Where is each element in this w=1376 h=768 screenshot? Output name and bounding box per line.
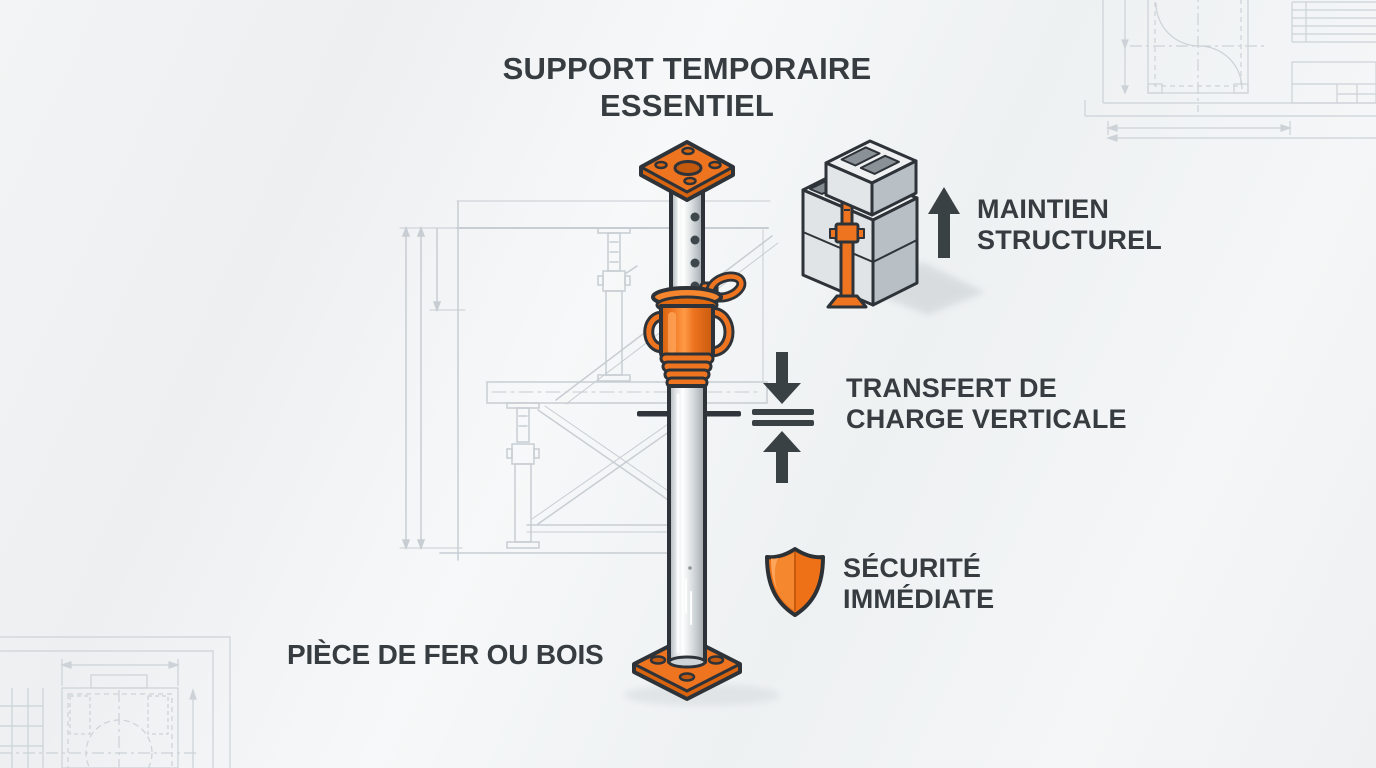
steel-prop-illustration [624,140,780,706]
label-transfert-line2: CHARGE VERTICALE [846,404,1127,434]
label-securite-immediate: SÉCURITÉ IMMÉDIATE [843,553,994,615]
prop-top-plate [639,140,735,202]
label-securite-line2: IMMÉDIATE [843,584,995,614]
concrete-blocks-icon [801,139,985,315]
up-arrow-icon [928,187,960,258]
prop-outer-tube [667,384,707,669]
prop-shadow [624,684,780,706]
base-plate-front-hole [678,672,696,682]
prop-threads [659,352,715,389]
label-transfert-charge: TRANSFERT DE CHARGE VERTICALE [846,373,1127,435]
page-title-line2: ESSENTIEL [599,88,775,123]
page-title: SUPPORT TEMPORAIRE ESSENTIEL [503,50,872,124]
blocks-shadow [870,262,985,315]
page-title-line1: SUPPORT TEMPORAIRE [502,51,872,86]
label-maintien-structurel: MAINTIEN STRUCTUREL [977,194,1162,256]
blueprint-plan-bottom-left [0,636,231,768]
load-transfer-arrows-icon [752,352,814,483]
blueprint-plan-top-right [1084,0,1376,142]
shield-icon [765,547,825,617]
prop-adjustment-collar [643,286,735,363]
label-securite-line1: SÉCURITÉ [843,553,982,583]
label-maintien-line2: STRUCTUREL [977,225,1162,255]
label-piece-de-fer-ou-bois: PIÈCE DE FER OU BOIS [287,639,604,670]
label-transfert-line1: TRANSFERT DE [846,373,1057,403]
label-maintien-line1: MAINTIEN [977,194,1110,224]
